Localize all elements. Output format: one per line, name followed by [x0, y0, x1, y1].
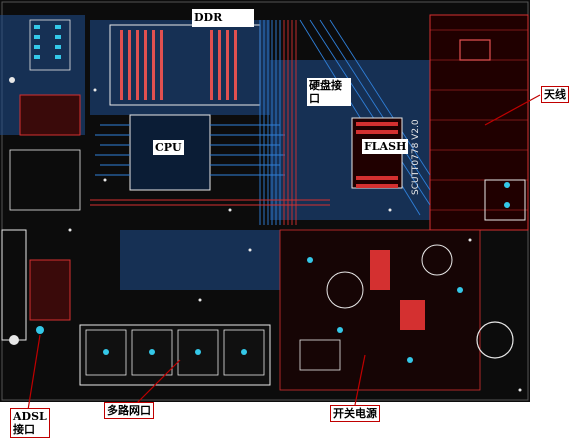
adsl-arrow — [27, 334, 41, 411]
hdd-interface-label: 硬盘接口 — [307, 78, 351, 106]
network-ports — [79, 324, 271, 386]
multi-port-arrow — [134, 359, 181, 406]
antenna-arrow — [484, 94, 541, 126]
flash-label: FLASH — [362, 139, 409, 154]
ddr-label: DDR — [192, 9, 254, 27]
antenna-region — [429, 14, 529, 231]
cpu-label: CPU — [153, 140, 184, 155]
callout-arrows — [27, 94, 541, 411]
power-supply — [279, 229, 514, 391]
adsl-interface-label: ADSL接口 — [10, 408, 50, 438]
antenna-label: 天线 — [541, 86, 569, 103]
left-components — [9, 19, 81, 211]
ddr-chip — [109, 24, 261, 106]
adsl-connector — [1, 229, 71, 345]
power-arrow — [354, 354, 366, 406]
multi-port-label: 多路网口 — [104, 402, 154, 419]
switching-power-label: 开关电源 — [330, 405, 380, 422]
board-id-text: SCUTT0778 V2.0 — [411, 119, 421, 195]
